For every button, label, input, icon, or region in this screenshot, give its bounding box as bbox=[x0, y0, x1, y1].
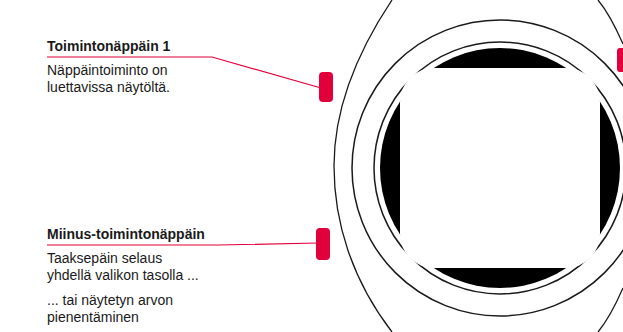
button-name: Miinus-toimintonäppäin bbox=[47, 226, 205, 243]
button-description: Taaksepäin selaus yhdellä valikon tasoll… bbox=[47, 250, 207, 284]
display bbox=[400, 68, 600, 268]
watch-bezel bbox=[352, 20, 623, 316]
watch-case bbox=[598, 288, 623, 332]
minus-button bbox=[316, 228, 330, 260]
button-1 bbox=[319, 72, 333, 102]
side-button bbox=[617, 48, 623, 72]
display-ring bbox=[380, 48, 620, 288]
leader-line bbox=[47, 243, 318, 245]
button-description: ... tai näytetyn arvon pienentäminen bbox=[47, 292, 207, 326]
button-name: Toimintonäppäin 1 bbox=[47, 38, 170, 55]
watch-lens bbox=[374, 42, 623, 294]
button-description: Näppäintoiminto on luettavissa näytöltä. bbox=[47, 62, 207, 96]
watch-case bbox=[598, 0, 623, 44]
